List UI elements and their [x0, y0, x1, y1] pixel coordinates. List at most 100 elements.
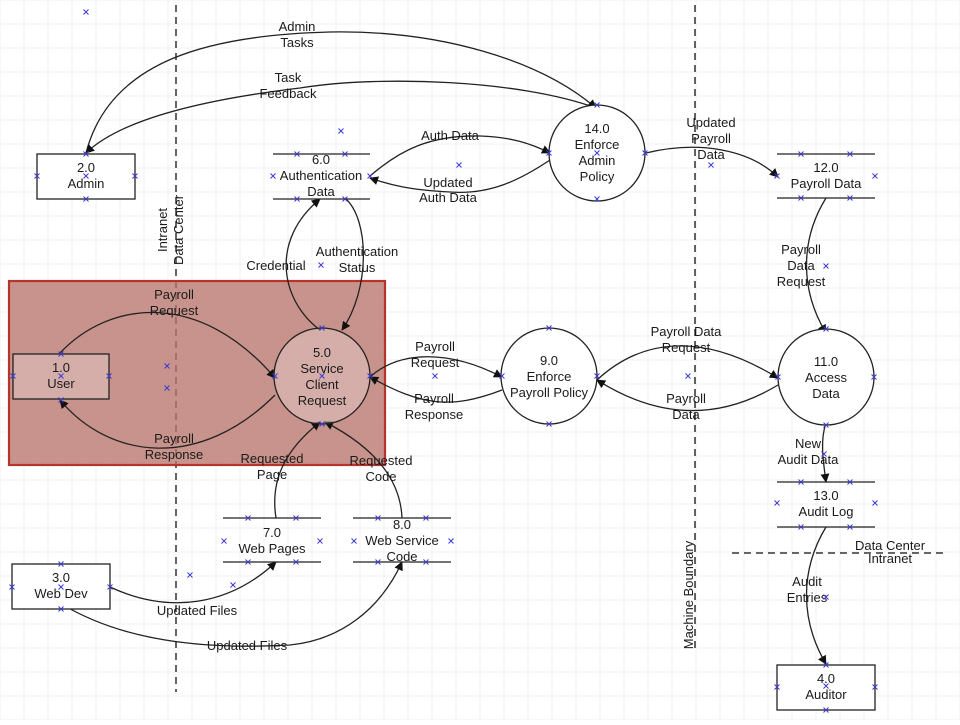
connection-point-marker: [367, 173, 373, 179]
connection-point-marker: [367, 373, 373, 379]
connection-point-marker: [798, 524, 804, 530]
connection-point-marker: [823, 263, 829, 269]
connection-point-marker: [83, 151, 89, 157]
connection-point-marker: [546, 325, 552, 331]
edge-audit-entries: [805, 526, 827, 665]
flow-label-credential: Credential: [246, 258, 305, 273]
connection-point-marker: [83, 196, 89, 202]
edge-payroll-response-1: [59, 394, 276, 449]
connection-point-marker: [319, 373, 325, 379]
connection-point-marker: [83, 9, 89, 15]
edge-requested-code: [324, 421, 403, 519]
connection-point-marker: [83, 173, 89, 179]
connection-point-marker: [594, 102, 600, 108]
connection-point-marker: [375, 515, 381, 521]
edge-credential: [285, 198, 321, 331]
connection-point-marker: [798, 151, 804, 157]
connection-point-marker: [847, 195, 853, 201]
boundary-label-machine: Machine Boundary: [681, 540, 696, 649]
edge-payroll-data-request-1: [805, 197, 827, 334]
connection-point-marker: [34, 173, 40, 179]
connection-point-marker: [685, 373, 691, 379]
connection-point-marker: [58, 351, 64, 357]
connection-point-marker: [293, 515, 299, 521]
connection-point-marker: [187, 572, 193, 578]
flow-edges: [59, 31, 830, 665]
connection-point-marker: [499, 373, 505, 379]
connection-point-marker: [594, 196, 600, 202]
connection-point-marker: [106, 373, 112, 379]
connection-point-marker: [642, 150, 648, 156]
selection-highlight[interactable]: [7, 279, 387, 467]
connection-point-marker: [823, 662, 829, 668]
connection-point-marker: [245, 515, 251, 521]
connection-point-marker: [351, 538, 357, 544]
connection-point-marker: [9, 584, 15, 590]
connection-point-marker: [823, 707, 829, 713]
connection-point-marker: [58, 397, 64, 403]
connection-point-marker: [423, 559, 429, 565]
connection-point-marker: [221, 538, 227, 544]
connection-point-marker: [774, 173, 780, 179]
connection-point-marker: [270, 173, 276, 179]
connection-point-marker: [58, 606, 64, 612]
edge-new-audit-data: [820, 422, 830, 483]
edge-updated-files-2: [59, 561, 403, 647]
edge-payroll-request-1: [59, 311, 276, 379]
edge-authentication-status: [341, 197, 364, 331]
edge-task-feedback: [85, 80, 597, 154]
trust-boundaries: [175, 5, 948, 692]
connection-point-marker: [775, 374, 781, 380]
connection-point-marker: [798, 195, 804, 201]
connection-point-marker: [58, 584, 64, 590]
connection-point-marker: [230, 582, 236, 588]
connection-point-marker: [423, 515, 429, 521]
connection-point-marker: [318, 262, 324, 268]
connection-point-marker: [448, 538, 454, 544]
edge-payroll-data-request-2: [596, 345, 779, 381]
connection-point-marker: [871, 374, 877, 380]
connection-point-marker: [432, 373, 438, 379]
connection-point-marker: [317, 538, 323, 544]
connection-point-marker: [847, 479, 853, 485]
connection-point-marker: [319, 421, 325, 427]
connection-point-marker: [293, 559, 299, 565]
connection-point-marker: [58, 561, 64, 567]
edge-updated-payroll-data: [645, 146, 779, 178]
edge-updated-files-1: [109, 561, 277, 604]
connection-point-marker: [821, 451, 827, 457]
connection-point-marker: [294, 196, 300, 202]
connection-point-marker: [294, 151, 300, 157]
connection-point-marker: [823, 326, 829, 332]
connection-point-marker: [132, 173, 138, 179]
connection-point-marker: [872, 173, 878, 179]
connection-point-marker: [546, 150, 552, 156]
connection-point-marker: [847, 524, 853, 530]
boundary-labels: IntranetData Center Machine Boundary Dat…: [155, 194, 926, 649]
